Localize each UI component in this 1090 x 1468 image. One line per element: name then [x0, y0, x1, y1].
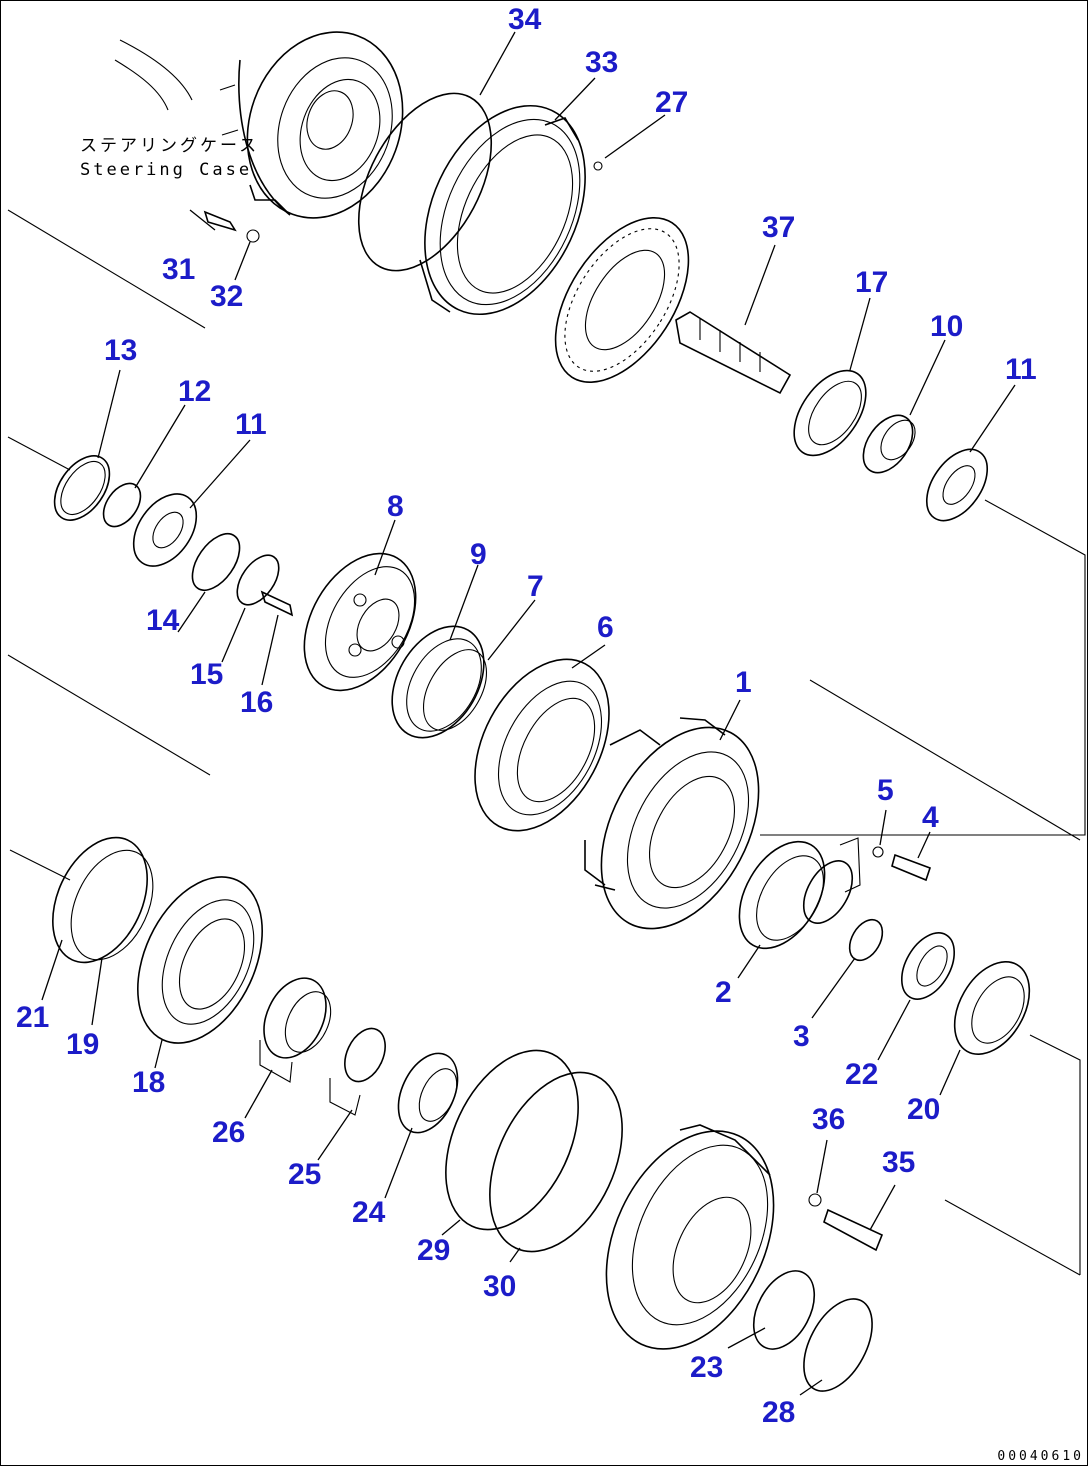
- callout-29: 29: [417, 1234, 451, 1267]
- callout-30: 30: [483, 1270, 517, 1303]
- callout-9: 9: [470, 538, 487, 571]
- leader-lines: [41, 31, 1016, 1396]
- gears-26-25-24: [259, 977, 459, 1134]
- callout-31: 31: [162, 253, 196, 286]
- steering-case: [114, 31, 404, 243]
- callout-33: 33: [585, 46, 619, 79]
- callout-7: 7: [527, 570, 544, 603]
- callout-13: 13: [104, 334, 138, 367]
- cage-6: [474, 658, 610, 832]
- callout-23: 23: [690, 1351, 724, 1384]
- callout-11-right: 11: [1005, 353, 1037, 386]
- rings-9-7: [391, 625, 488, 739]
- callout-12: 12: [178, 375, 212, 408]
- caption-english: Steering Case: [80, 160, 253, 180]
- callout-25: 25: [288, 1158, 322, 1191]
- bolt-35-36: [808, 1193, 884, 1252]
- callout-16: 16: [240, 686, 274, 719]
- callout-6: 6: [597, 611, 614, 644]
- ring-3: [848, 918, 884, 962]
- callout-28: 28: [762, 1396, 796, 1429]
- carrier-8: [303, 552, 417, 692]
- rings-29-30: [445, 1049, 623, 1253]
- callout-36: 36: [812, 1103, 846, 1136]
- bearing-11-right: [925, 448, 989, 522]
- callout-1: 1: [735, 666, 752, 699]
- bolt-4-5: [872, 846, 932, 882]
- callout-17: 17: [855, 266, 889, 299]
- callout-20: 20: [907, 1093, 941, 1126]
- callout-3: 3: [793, 1020, 810, 1053]
- callout-10: 10: [930, 310, 964, 343]
- caption-japanese: ステアリングケース: [80, 136, 260, 156]
- callout-22: 22: [845, 1058, 879, 1091]
- callout-32: 32: [210, 280, 244, 313]
- cage-33: [419, 104, 603, 316]
- callout-37: 37: [762, 211, 796, 244]
- bearing-22-gear-20: [900, 932, 1031, 1055]
- callout-8: 8: [387, 490, 404, 523]
- bearing-17: [793, 369, 867, 457]
- nut-10: [862, 414, 916, 474]
- bearing-23-ring-28: [752, 1270, 873, 1392]
- callout-19: 19: [66, 1028, 100, 1061]
- callout-34: 34: [508, 3, 542, 36]
- callout-21: 21: [16, 1001, 50, 1034]
- o-ring-34: [357, 92, 493, 272]
- housing-1: [584, 717, 760, 930]
- cage-18: [137, 876, 263, 1044]
- callout-15: 15: [190, 658, 224, 691]
- rings-21-19: [52, 836, 154, 964]
- callout-14: 14: [146, 604, 180, 637]
- callout-27: 27: [655, 86, 689, 119]
- drawing-code: 00040610: [997, 1449, 1084, 1464]
- section-lines: [7, 209, 1086, 1276]
- gear-2: [738, 837, 861, 950]
- callout-24: 24: [352, 1196, 386, 1229]
- callout-35: 35: [882, 1146, 916, 1179]
- gear-disc: [554, 217, 690, 383]
- callout-2: 2: [715, 976, 732, 1009]
- callout-18: 18: [132, 1066, 166, 1099]
- callout-5: 5: [877, 774, 894, 807]
- rings-left: [53, 455, 294, 617]
- callout-4: 4: [922, 801, 939, 834]
- callout-26: 26: [212, 1116, 246, 1149]
- callout-11-left: 11: [235, 408, 267, 441]
- shaft-37: [675, 311, 792, 395]
- bottom-case: [605, 1124, 775, 1350]
